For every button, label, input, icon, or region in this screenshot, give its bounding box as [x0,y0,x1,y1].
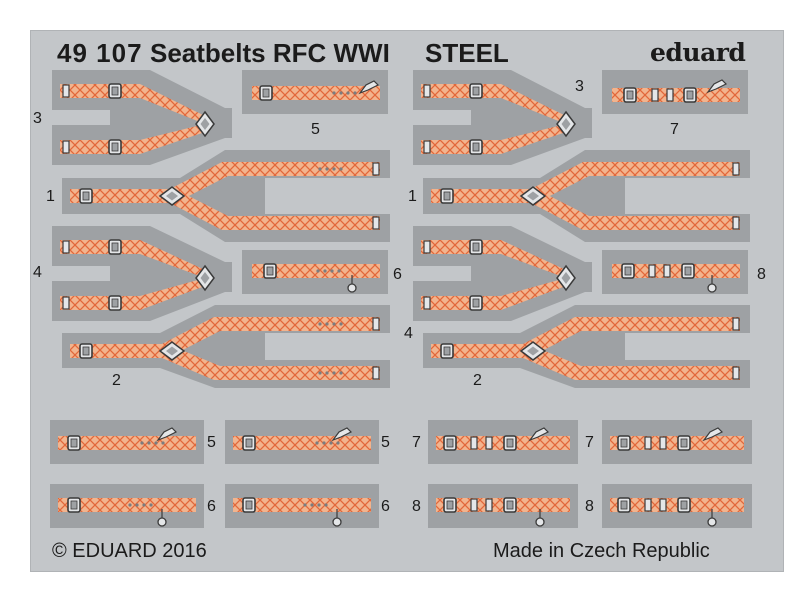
part-number: 8 [757,266,766,283]
part-5-top [242,70,388,114]
part-number: 7 [585,434,594,451]
part-number: 2 [112,372,121,389]
part-number: 6 [393,266,402,283]
product-code: 49 107 [57,38,143,68]
part-1-right [423,150,750,242]
part-3-right [413,70,592,165]
part-8-mid [602,250,748,294]
part-5-bottom-b [225,420,379,464]
part-number: 4 [404,325,413,342]
part-number: 3 [575,78,584,95]
part-number: 6 [207,498,216,515]
part-number: 6 [381,498,390,515]
part-7-top [602,70,748,114]
part-6-bottom-b [225,484,379,528]
part-8-bottom-a [428,484,578,528]
part-number: 7 [670,121,679,138]
part-4-left [52,226,232,321]
part-5-bottom-a [50,420,204,464]
part-3-left [52,70,232,165]
part-2-left [62,305,390,388]
part-number: 5 [207,434,216,451]
part-number: 4 [33,264,42,281]
part-6-mid [242,250,388,294]
part-number: 5 [381,434,390,451]
part-number: 8 [412,498,421,515]
part-6-bottom-a [50,484,204,528]
part-number: 3 [33,110,42,127]
part-2-right [423,305,750,388]
part-8-bottom-b [602,484,752,528]
product-material: STEEL [425,38,509,68]
part-number: 2 [473,372,482,389]
part-7-bottom-a [428,420,578,464]
part-number: 7 [412,434,421,451]
product-title: Seatbelts RFC WWI [150,38,390,68]
part-1-left [62,150,390,242]
part-number: 5 [311,121,320,138]
part-number: 1 [46,188,55,205]
brand-logo: eduard [650,38,746,67]
part-4-right [413,226,592,321]
origin-text: Made in Czech Republic [493,540,710,562]
part-number: 8 [585,498,594,515]
part-7-bottom-b [602,420,752,464]
part-number: 1 [408,188,417,205]
copyright-text: © EDUARD 2016 [52,540,207,562]
